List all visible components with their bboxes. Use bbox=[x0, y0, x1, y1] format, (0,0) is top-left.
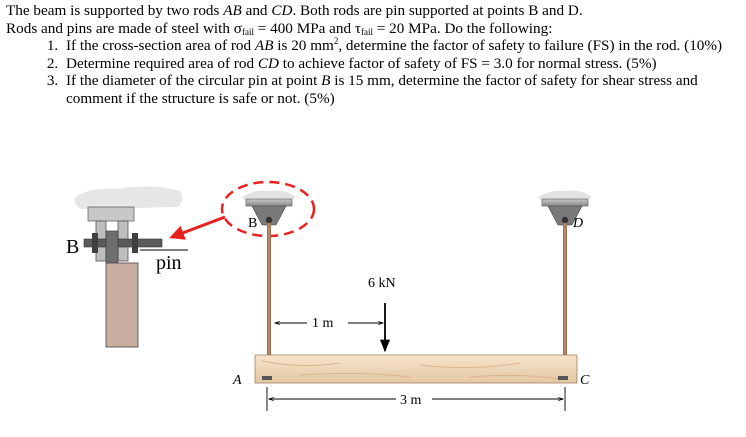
load-6kn: 6 kN bbox=[368, 276, 396, 353]
bracket-b bbox=[251, 205, 287, 226]
intro-text: = 20 MPa. Do the following: bbox=[373, 19, 553, 37]
task-text: to achieve factor of safety of FS = 3.0 … bbox=[278, 54, 657, 72]
pin-b bbox=[265, 216, 273, 224]
intro-text: = 400 MPa and τ bbox=[253, 19, 362, 37]
plate-d bbox=[541, 198, 589, 207]
rod-eye-detail bbox=[105, 230, 119, 266]
pin-head-right bbox=[132, 233, 138, 253]
callout-arrow bbox=[169, 215, 226, 240]
label-d: D bbox=[572, 216, 583, 231]
task-text: is 20 mm bbox=[273, 37, 334, 55]
label-pin: pin bbox=[156, 252, 182, 274]
end-cap-c bbox=[558, 376, 568, 380]
task-text: Determine required area of rod bbox=[66, 54, 258, 72]
rod-cd-ref: CD bbox=[271, 2, 293, 19]
problem-statement: The beam is supported by two rods AB and… bbox=[6, 2, 742, 108]
dim-1m-label: 1 m bbox=[312, 316, 334, 331]
task-ref: CD bbox=[257, 54, 279, 72]
task-ref: AB bbox=[254, 37, 274, 55]
rod-cd bbox=[563, 223, 567, 355]
rod-ab-ref: AB bbox=[223, 2, 242, 19]
load-label: 6 kN bbox=[368, 276, 396, 291]
pin-d bbox=[561, 216, 569, 224]
task-text: is 15 mm, determine the factor of safety… bbox=[66, 72, 698, 107]
task-ref: B bbox=[321, 72, 331, 90]
support-d: D bbox=[538, 190, 592, 231]
bracket-d bbox=[547, 205, 583, 226]
beam-grain bbox=[261, 360, 561, 380]
support-b: B bbox=[242, 190, 296, 231]
intro-text: Rods and pins are made of steel with σ bbox=[6, 19, 242, 37]
subscript: fail bbox=[361, 26, 374, 37]
beam: A C bbox=[232, 354, 590, 388]
pin-shaft-detail bbox=[83, 238, 163, 248]
task-item: If the cross-section area of rod AB is 2… bbox=[62, 37, 742, 55]
intro-text: and bbox=[241, 2, 272, 19]
dimension-3m: 3 m bbox=[266, 387, 566, 411]
ceiling-b bbox=[242, 190, 296, 201]
plate-b bbox=[245, 198, 293, 207]
dimension-1m: 1 m bbox=[275, 316, 383, 331]
pin-head-left bbox=[92, 233, 98, 253]
label-c: C bbox=[580, 373, 590, 388]
intro-line-1: The beam is supported by two rods AB and… bbox=[6, 2, 742, 20]
task-text: If the diameter of the circular pin at p… bbox=[66, 72, 322, 90]
task-item: Determine required area of rod CD to ach… bbox=[62, 55, 742, 73]
ceiling-d bbox=[538, 190, 592, 201]
intro-text: The beam is supported by two rods bbox=[6, 2, 224, 19]
zoom-circle bbox=[220, 180, 316, 238]
subscript: fail bbox=[241, 26, 254, 37]
task-text: , determine the factor of safety to fail… bbox=[338, 37, 723, 55]
pin-detail: B pin bbox=[66, 186, 188, 348]
ceiling-plate-detail bbox=[74, 186, 183, 209]
beam-figure: B pin B D A C 6 kN 1 m bbox=[66, 180, 592, 411]
task-item: If the diameter of the circular pin at p… bbox=[62, 72, 742, 107]
end-cap-a bbox=[262, 376, 272, 380]
beam-body bbox=[254, 354, 578, 384]
label-b-detail: B bbox=[66, 236, 79, 258]
intro-line-2: Rods and pins are made of steel with σfa… bbox=[6, 20, 742, 38]
dim-3m-label: 3 m bbox=[400, 393, 422, 408]
rod-detail bbox=[105, 262, 139, 348]
label-b: B bbox=[248, 216, 257, 231]
task-text: If the cross-section area of rod bbox=[66, 37, 255, 55]
superscript: 2 bbox=[333, 36, 339, 47]
intro-text: . Both rods are pin supported at points … bbox=[292, 2, 583, 19]
task-list: If the cross-section area of rod AB is 2… bbox=[6, 37, 742, 107]
bracket-detail bbox=[87, 206, 135, 222]
rod-ab bbox=[267, 223, 271, 355]
label-a: A bbox=[232, 373, 242, 388]
